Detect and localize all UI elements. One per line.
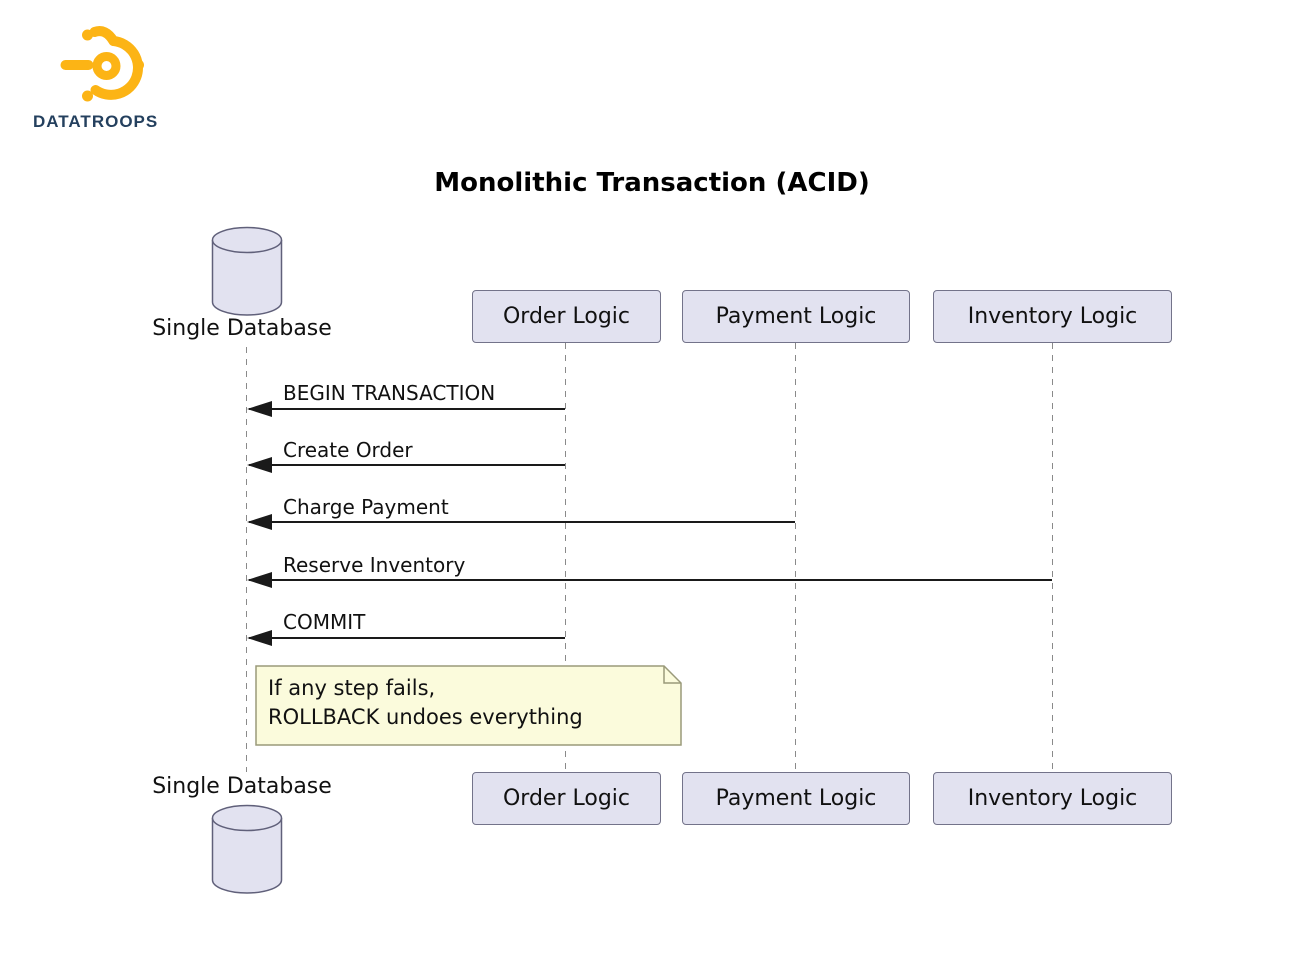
database-icon-bottom — [211, 804, 283, 894]
participant-box-order-logic-top: Order Logic — [472, 290, 661, 343]
note-shape — [255, 665, 682, 746]
participant-box-inventory-logic-bottom: Inventory Logic — [933, 772, 1172, 825]
note-line-2: ROLLBACK undoes everything — [268, 705, 583, 729]
message-arrowhead-icon — [247, 457, 272, 473]
message-arrowhead-icon — [247, 630, 272, 646]
database-icon-top — [211, 226, 283, 316]
lifeline-payment-logic — [795, 343, 796, 772]
message-line-create-order — [249, 464, 565, 466]
message-arrowhead-icon — [247, 572, 272, 588]
participant-box-payment-logic-bottom: Payment Logic — [682, 772, 910, 825]
database-label-top: Single Database — [152, 316, 332, 341]
participant-box-order-logic-bottom: Order Logic — [472, 772, 661, 825]
sunburst-logo-icon — [60, 26, 144, 102]
participant-label: Inventory Logic — [967, 304, 1138, 329]
message-line-commit — [249, 637, 565, 639]
message-line-reserve-inventory — [249, 579, 1052, 581]
message-label-charge-payment: Charge Payment — [283, 495, 449, 519]
lifeline-order-logic — [565, 343, 566, 772]
participant-box-payment-logic-top: Payment Logic — [682, 290, 910, 343]
rollback-note: If any step fails, ROLLBACK undoes every… — [255, 665, 682, 746]
participant-label: Inventory Logic — [967, 786, 1138, 811]
brand-name: DATATROOPS — [33, 112, 159, 131]
message-label-create-order: Create Order — [283, 438, 413, 462]
message-label-commit: COMMIT — [283, 610, 366, 634]
note-line-1: If any step fails, — [268, 676, 436, 700]
participant-label: Payment Logic — [715, 304, 877, 329]
brand-logo — [52, 16, 167, 116]
participant-label: Order Logic — [502, 304, 630, 329]
lifeline-inventory-logic — [1052, 343, 1053, 772]
message-label-reserve-inventory: Reserve Inventory — [283, 553, 466, 577]
message-arrowhead-icon — [247, 514, 272, 530]
participant-box-inventory-logic-top: Inventory Logic — [933, 290, 1172, 343]
note-fold-icon — [663, 666, 681, 684]
message-arrowhead-icon — [247, 401, 272, 417]
database-label-bottom: Single Database — [152, 774, 332, 799]
message-label-begin-transaction: BEGIN TRANSACTION — [283, 381, 496, 405]
participant-label: Payment Logic — [715, 786, 877, 811]
diagram-title: Monolithic Transaction (ACID) — [434, 168, 870, 198]
lifeline-single-database — [246, 347, 247, 772]
participant-label: Order Logic — [502, 786, 630, 811]
message-line-charge-payment — [249, 521, 795, 523]
message-line-begin-transaction — [249, 408, 565, 410]
